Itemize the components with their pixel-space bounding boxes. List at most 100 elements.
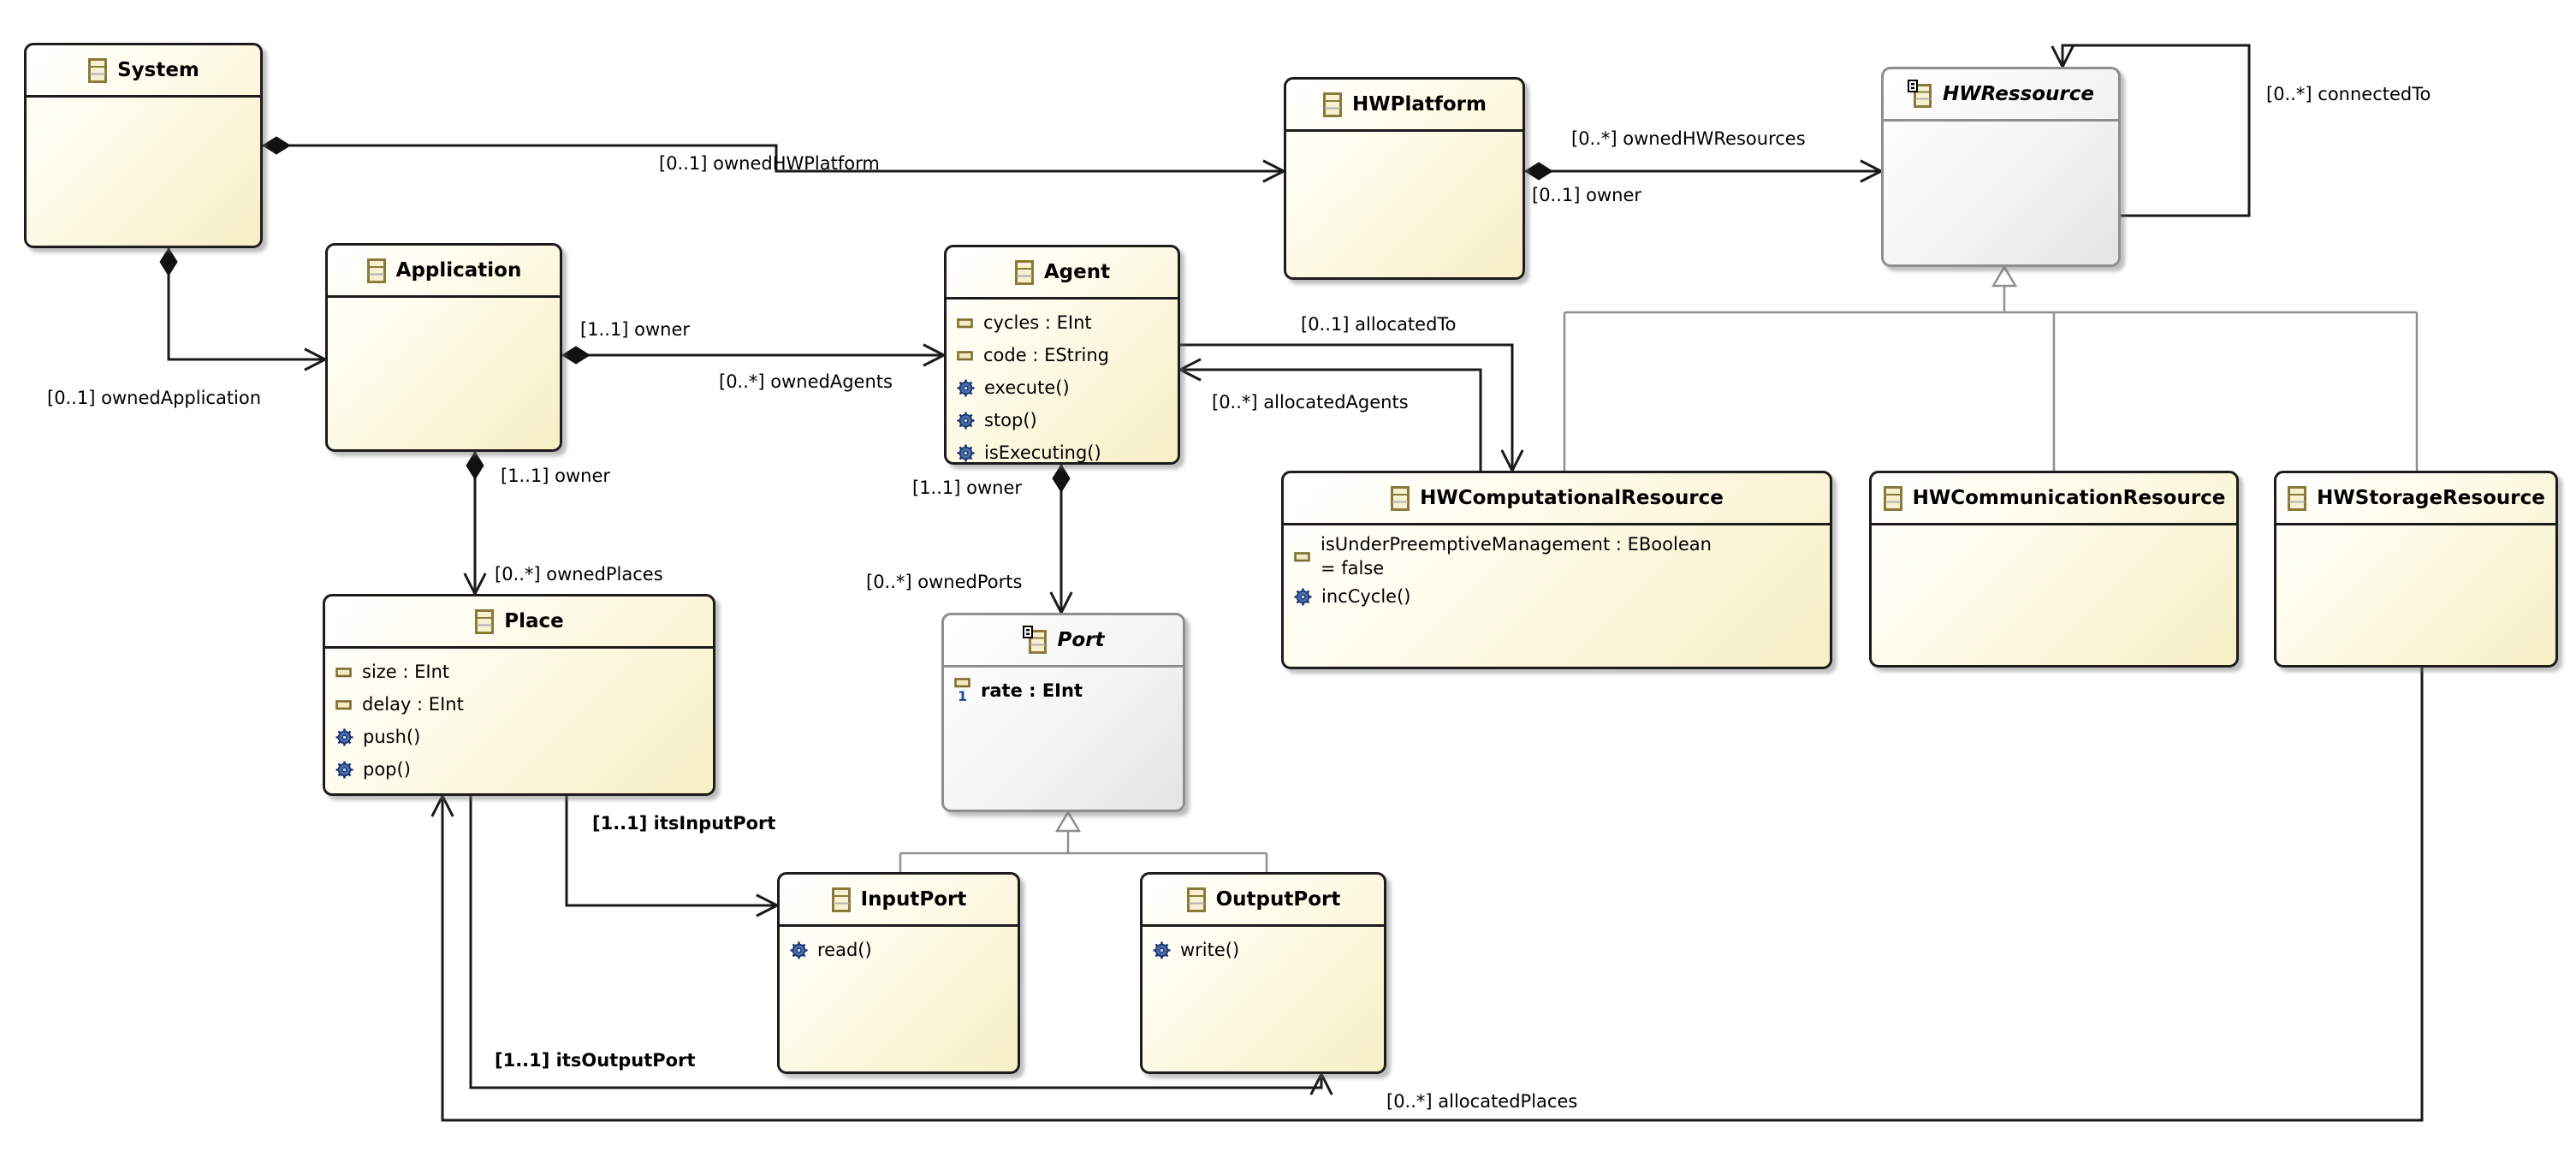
class-title: HWStorageResource [2317, 487, 2545, 509]
composition-diamond [561, 346, 591, 365]
class-agent[interactable]: Agent cycles : EInt code : EString execute(… [944, 245, 1180, 465]
edge-label-ownedPorts[interactable]: [0..*] ownedPorts [866, 572, 1023, 592]
operation-label: write() [1180, 940, 1240, 960]
generalization-port-children[interactable] [899, 810, 1268, 872]
operation-label: execute() [984, 377, 1070, 398]
abstract-class-icon [1908, 80, 1933, 109]
attribute-row[interactable]: isUnderPreemptiveManagement : EBoolean =… [1294, 532, 1826, 580]
class-compartment: size : EInt delay : EInt push() pop() [325, 649, 713, 786]
edge-label-itsInputPort[interactable]: [1..1] itsInputPort [592, 813, 776, 834]
class-title: InputPort [860, 888, 967, 911]
attribute-row[interactable]: cycles : EInt [957, 306, 1174, 339]
class-outputport[interactable]: OutputPort write() [1140, 872, 1386, 1074]
abstract-class-icon [1022, 626, 1048, 655]
edge-label-ownedApplication[interactable]: [0..1] ownedApplication [47, 388, 262, 408]
edge-label-ownedPorts[interactable]: [1..1] owner [912, 478, 1023, 498]
edge-label-ownedHWPlatform[interactable]: [0..1] ownedHWPlatform [659, 153, 880, 174]
class-hwplatform[interactable]: HWPlatform [1284, 77, 1525, 280]
attribute-row[interactable]: size : EInt [335, 656, 709, 688]
attribute-row[interactable]: delay : EInt [335, 688, 709, 721]
attribute-row[interactable]: code : EString [957, 339, 1174, 371]
operation-gear-icon [335, 761, 353, 779]
edge-itsOutputPort[interactable] [469, 796, 1333, 1095]
open-arrowhead [1177, 358, 1202, 382]
operation-label: stop() [984, 410, 1037, 430]
operation-row[interactable]: incCycle() [1294, 580, 1826, 613]
operation-row[interactable]: write() [1153, 934, 1380, 966]
class-header: OutputPort [1143, 875, 1384, 927]
edge-label-allocatedAgents[interactable]: [0..*] allocatedAgents [1212, 392, 1409, 412]
svg-text:1: 1 [958, 688, 967, 703]
operation-gear-icon [957, 444, 975, 462]
class-icon [87, 57, 108, 84]
attribute-label: cycles : EInt [983, 312, 1092, 333]
edge-ownedApplication[interactable] [159, 247, 329, 371]
class-header: HWStorageResource [2276, 473, 2555, 525]
edge-ownedPlaces[interactable] [463, 451, 487, 597]
operation-row[interactable]: pop() [335, 753, 709, 786]
class-title: Agent [1043, 261, 1111, 283]
edge-label-allocatedTo[interactable]: [0..1] allocatedTo [1301, 314, 1457, 335]
class-compartment: cycles : EInt code : EString execute() stop… [947, 300, 1178, 469]
edge-label-allocatedPlaces[interactable]: [0..*] allocatedPlaces [1386, 1091, 1578, 1112]
operation-row[interactable]: read() [790, 934, 1014, 966]
edge-ownedHWResources[interactable] [1524, 159, 1885, 183]
edge-label-ownedPlaces[interactable]: [0..*] ownedPlaces [495, 564, 663, 584]
edge-label-ownedHWResources[interactable]: [0..*] ownedHWResources [1571, 128, 1806, 149]
edge-ownedPorts[interactable] [1049, 464, 1073, 616]
class-header: HWCommunicationResource [1872, 473, 2236, 525]
operation-row[interactable]: push() [335, 721, 709, 753]
edge-label-connectedTo[interactable]: [0..*] connectedTo [2266, 84, 2431, 104]
class-hwcomputationalresource[interactable]: HWComputationalResource isUnderPreemptive… [1281, 471, 1832, 669]
class-header: HWRessource [1884, 69, 2118, 122]
operation-label: push() [363, 727, 421, 747]
operation-label: read() [817, 940, 872, 960]
operation-gear-icon [790, 941, 808, 959]
attribute-label: size : EInt [362, 662, 450, 682]
class-title: HWCommunicationResource [1912, 487, 2226, 509]
class-application[interactable]: Application [325, 243, 562, 452]
class-compartment [27, 98, 260, 104]
class-header: Place [325, 596, 713, 649]
class-place[interactable]: Place size : EInt delay : EInt push() pop() [323, 594, 715, 796]
edge-label-ownedHWResources[interactable]: [0..1] owner [1532, 185, 1642, 205]
edge-allocatedPlaces[interactable] [430, 668, 2424, 1122]
class-icon [1322, 92, 1343, 118]
edge-label-ownedAgents[interactable]: [1..1] owner [580, 319, 691, 340]
class-compartment: read() [780, 927, 1018, 966]
edge-label-ownedAgents[interactable]: [0..*] ownedAgents [719, 371, 893, 392]
operation-label: pop() [363, 759, 411, 780]
class-inputport[interactable]: InputPort read() [777, 872, 1020, 1074]
edge-label-itsOutputPort[interactable]: [1..1] itsOutputPort [495, 1050, 696, 1071]
composition-diamond [466, 451, 484, 480]
operation-row[interactable]: execute() [957, 371, 1174, 404]
class-icon [1186, 887, 1207, 913]
class-hwressource[interactable]: HWRessource [1881, 67, 2121, 267]
attribute-icon [957, 317, 974, 329]
class-system[interactable]: System [24, 43, 263, 248]
composition-diamond [262, 136, 291, 155]
attribute-icon [957, 349, 974, 362]
class-title: Place [504, 610, 564, 632]
operation-row[interactable]: isExecuting() [957, 436, 1174, 469]
class-title: HWComputationalResource [1420, 487, 1724, 509]
operation-gear-icon [335, 728, 353, 746]
edge-label-ownedPlaces[interactable]: [1..1] owner [501, 466, 611, 486]
class-icon [2287, 485, 2307, 512]
attribute-label: isUnderPreemptiveManagement : EBoolean =… [1321, 534, 1712, 579]
class-compartment [2276, 525, 2555, 532]
operation-gear-icon [957, 379, 975, 397]
class-hwcommunicationresource[interactable]: HWCommunicationResource [1869, 471, 2239, 668]
class-header: System [27, 45, 260, 98]
generalization-hwressource-children[interactable] [1563, 264, 2419, 471]
class-header: InputPort [780, 875, 1018, 927]
class-hwstorageresource[interactable]: HWStorageResource [2274, 471, 2558, 668]
class-compartment [1872, 525, 2236, 532]
edge-ownedAgents[interactable] [561, 343, 947, 367]
operation-row[interactable]: stop() [957, 404, 1174, 436]
edge-allocatedAgents[interactable] [1177, 358, 1482, 471]
